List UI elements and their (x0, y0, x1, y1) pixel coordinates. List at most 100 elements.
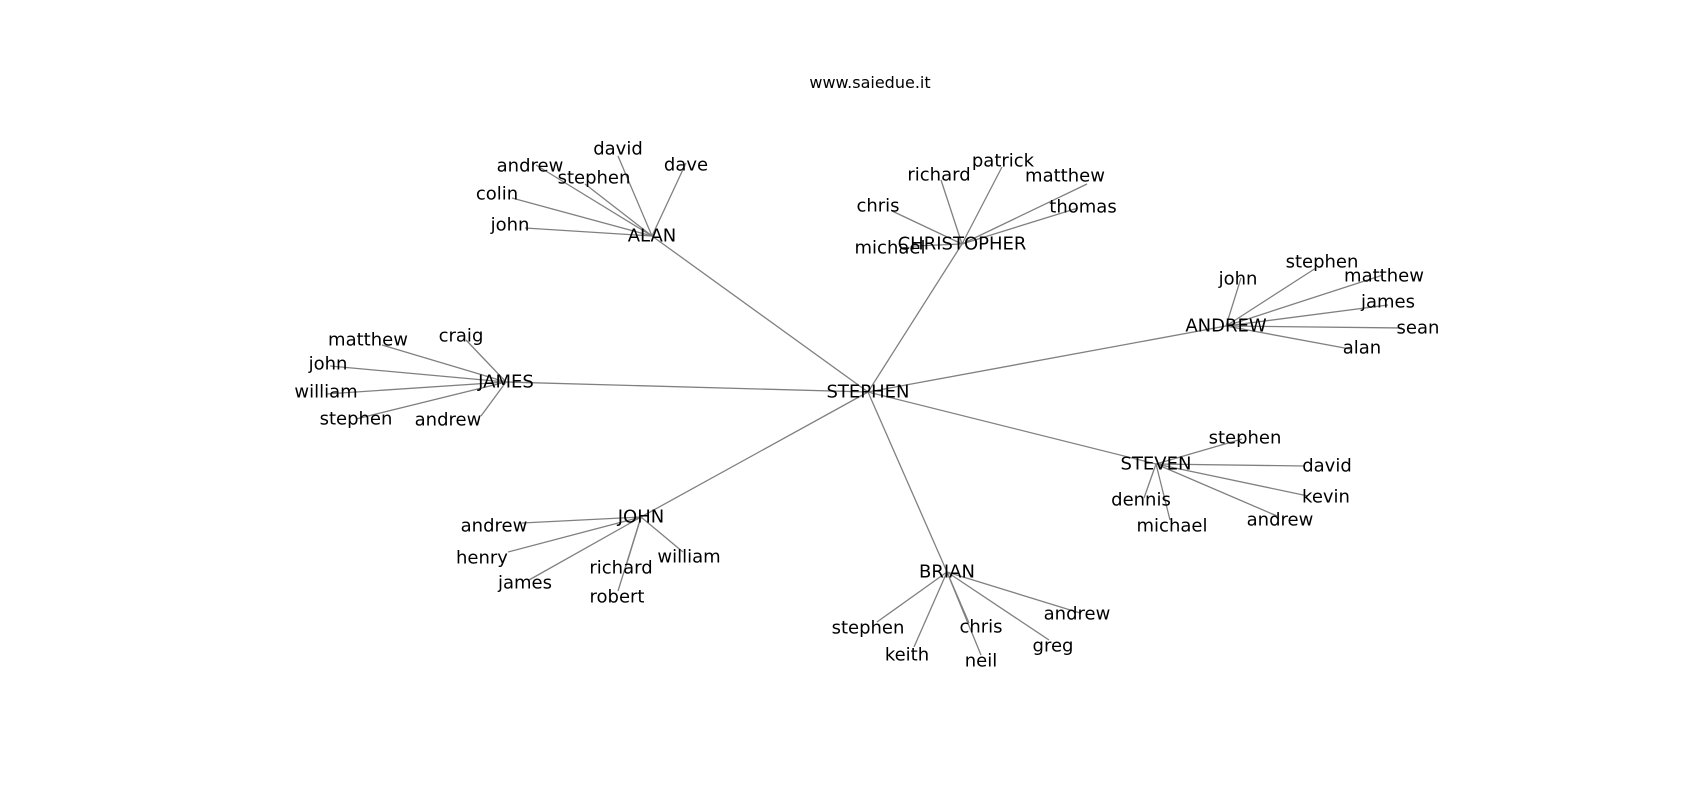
edge-james-to-john (329, 365, 507, 383)
leaf-node-label: andrew (1044, 604, 1111, 625)
edge-alan-to-andrew (535, 164, 653, 237)
edge-christopher-to-michael (913, 243, 963, 247)
leaf-node-label: dave (664, 155, 708, 176)
leaf-node-label: michael (855, 238, 926, 259)
leaf-node-label: neil (965, 651, 997, 672)
edge-root-to-alan (651, 235, 869, 393)
edge-james-to-stephen (355, 381, 507, 420)
hub-node-label-john: JOHN (617, 507, 664, 528)
edge-christopher-to-chris (891, 210, 963, 245)
leaf-node-label: william (294, 382, 357, 403)
edge-root-to-andrew (867, 325, 1227, 393)
edge-alan-to-colin (511, 197, 653, 237)
edge-brian-to-keith (913, 571, 948, 648)
edge-brian-to-stephen (876, 571, 948, 623)
edge-alan-to-john (524, 227, 653, 237)
edge-christopher-to-matthew (961, 183, 1088, 245)
leaf-node-label: robert (590, 587, 645, 608)
leaf-node-label: craig (439, 326, 484, 347)
edge-andrew-to-sean (1225, 325, 1403, 329)
edge-steven-to-dennis (1143, 463, 1157, 499)
edge-steven-to-michael (1155, 463, 1171, 521)
edge-andrew-to-matthew (1225, 274, 1384, 327)
root-node-label: STEPHEN (826, 382, 909, 403)
edge-john-to-william (640, 516, 684, 553)
graph-edges (325, 155, 1403, 656)
edge-steven-to-kevin (1155, 463, 1309, 497)
leaf-node-label: richard (907, 165, 970, 186)
edge-andrew-to-james (1225, 304, 1389, 327)
leaf-node-label: james (497, 573, 552, 594)
leaf-node-label: patrick (972, 151, 1035, 172)
leaf-node-label: james (1360, 292, 1415, 313)
hub-node-label-andrew: ANDREW (1185, 316, 1267, 337)
edge-brian-to-greg (946, 571, 1050, 641)
leaf-node-label: stephen (832, 618, 905, 639)
edge-brian-to-neil (946, 571, 982, 656)
leaf-node-label: andrew (461, 516, 528, 537)
leaf-node-label: colin (476, 184, 518, 205)
leaf-node-label: richard (589, 558, 652, 579)
leaf-node-label: john (308, 354, 348, 375)
leaf-node-label: david (1302, 456, 1352, 477)
edge-root-to-john (640, 391, 869, 518)
edge-james-to-craig (465, 339, 507, 383)
leaf-node-label: alan (1343, 338, 1381, 359)
edge-steven-to-stephen (1155, 438, 1243, 465)
leaf-node-label: henry (456, 548, 508, 569)
edge-james-to-matthew (381, 344, 507, 383)
leaf-node-label: andrew (1247, 510, 1314, 531)
leaf-node-label: stephen (1209, 428, 1282, 449)
edge-john-to-robert (617, 516, 642, 592)
leaf-node-label: kevin (1302, 487, 1350, 508)
edge-james-to-andrew (480, 381, 507, 417)
edge-steven-to-andrew (1155, 463, 1278, 517)
edge-andrew-to-alan (1225, 325, 1351, 350)
edge-andrew-to-stephen (1225, 267, 1317, 327)
leaf-node-label: greg (1033, 636, 1074, 657)
leaf-node-label: william (657, 547, 720, 568)
edge-andrew-to-john (1225, 277, 1242, 327)
edge-root-to-steven (867, 391, 1157, 465)
edge-alan-to-stephen (584, 183, 653, 237)
hub-node-label-alan: ALAN (628, 226, 677, 247)
leaf-node-label: keith (885, 645, 929, 666)
leaf-node-label: matthew (1025, 166, 1105, 187)
leaf-node-label: stephen (1286, 252, 1359, 273)
edge-brian-to-andrew (946, 571, 1081, 614)
leaf-node-label: thomas (1049, 197, 1116, 218)
edge-james-to-william (325, 381, 507, 395)
edge-alan-to-david (617, 155, 653, 237)
leaf-node-label: sean (1397, 318, 1440, 339)
edge-christopher-to-richard (940, 179, 963, 245)
leaf-node-label: chris (959, 617, 1002, 638)
leaf-node-label: david (593, 139, 643, 160)
site-url-label: www.saiedue.it (809, 73, 930, 92)
leaf-node-label: matthew (1344, 266, 1424, 287)
edge-christopher-to-thomas (961, 207, 1079, 245)
leaf-node-label: john (1218, 269, 1258, 290)
hub-node-label-james: JAMES (477, 372, 534, 393)
leaf-node-label: stephen (320, 409, 393, 430)
edge-john-to-james (528, 516, 642, 581)
edge-christopher-to-patrick (961, 166, 1003, 245)
edge-steven-to-david (1155, 463, 1306, 467)
edge-john-to-henry (507, 516, 642, 553)
edge-john-to-andrew (521, 516, 642, 524)
graph-node-labels: STEPHENALANdaviddaveandrewstephencolinjo… (294, 139, 1439, 672)
edge-alan-to-dave (651, 162, 687, 237)
edge-root-to-james (505, 381, 869, 393)
leaf-node-label: matthew (328, 330, 408, 351)
leaf-node-label: michael (1137, 516, 1208, 537)
hub-node-label-brian: BRIAN (919, 562, 975, 583)
edge-root-to-brian (867, 391, 948, 573)
hub-node-label-christopher: CHRISTOPHER (898, 234, 1027, 255)
leaf-node-label: john (490, 215, 530, 236)
hub-node-label-steven: STEVEN (1121, 454, 1192, 475)
leaf-node-label: dennis (1111, 490, 1171, 511)
leaf-node-label: chris (856, 196, 899, 217)
leaf-node-label: andrew (415, 410, 482, 431)
leaf-node-label: stephen (558, 168, 631, 189)
leaf-node-label: andrew (497, 156, 564, 177)
